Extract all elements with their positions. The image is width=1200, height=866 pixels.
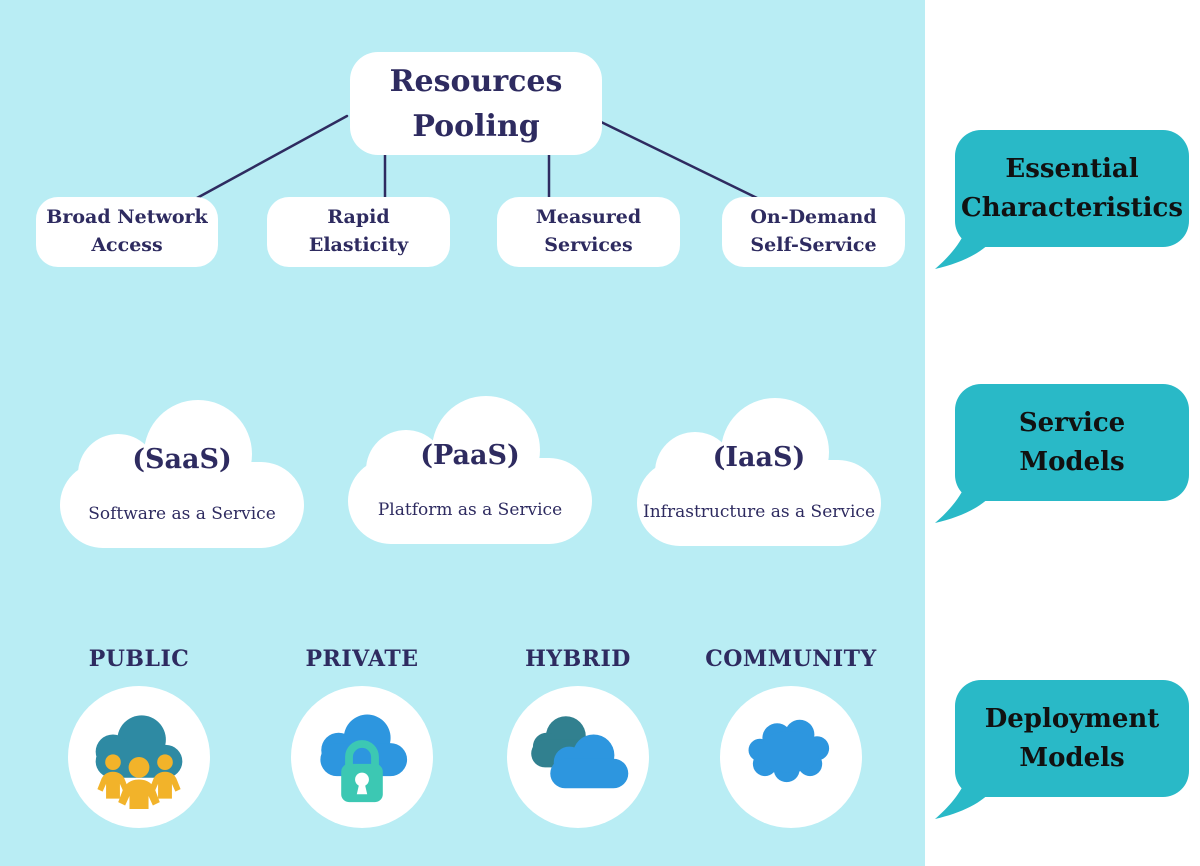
icon-circle [291, 686, 433, 828]
cloud-shape-icon [637, 398, 881, 546]
cloud-iaas: (IaaS) Infrastructure as a Service [637, 398, 881, 546]
icon-circle [68, 686, 210, 828]
service-abbr: (PaaS) [420, 440, 520, 471]
node-label-line: Services [544, 234, 633, 256]
bubble-service-models: Service Models [935, 384, 1189, 523]
cloud-shape-icon [60, 400, 304, 548]
node-label-line: Pooling [412, 108, 540, 144]
node-label-line: Measured [535, 206, 642, 229]
node-on-demand-self-service: On-Demand Self-Service [722, 197, 905, 267]
icon-circle [720, 686, 862, 828]
bubble-label-line: Models [1019, 742, 1125, 773]
service-full-name: Platform as a Service [377, 500, 563, 520]
deployment-hybrid: HYBRID [468, 646, 688, 828]
node-label-line: Self-Service [750, 234, 877, 256]
service-full-name: Infrastructure as a Service [643, 502, 875, 522]
bubble-essential-characteristics: Essential Characteristics [935, 130, 1189, 269]
bubble-label-line: Characteristics [961, 192, 1183, 223]
speech-tail [935, 227, 995, 269]
node-label-line: On-Demand [750, 206, 877, 229]
community-cloud-icon [748, 719, 830, 783]
deployment-public: PUBLIC [29, 646, 249, 828]
cloud-saas: (SaaS) Software as a Service [60, 400, 304, 548]
icon-circle [507, 686, 649, 828]
deployment-label: HYBRID [525, 646, 631, 672]
deployment-private: PRIVATE [252, 646, 472, 828]
node-broad-network-access: Broad Network Access [36, 197, 218, 267]
service-abbr: (IaaS) [712, 442, 806, 473]
deployment-community: COMMUNITY [681, 646, 901, 828]
bubble-label-line: Essential [1005, 153, 1139, 184]
node-label-line: Elasticity [308, 234, 409, 256]
private-cloud-lock-icon [320, 714, 408, 803]
cloud-shape-icon [348, 396, 592, 544]
speech-tail [935, 777, 995, 819]
node-label-line: Rapid [327, 206, 390, 229]
public-cloud-people-icon [95, 715, 183, 809]
cloud-paas: (PaaS) Platform as a Service [348, 396, 592, 544]
hybrid-two-clouds-icon [531, 716, 629, 789]
service-abbr: (SaaS) [132, 444, 232, 475]
speech-tail [935, 481, 995, 523]
deployment-label: PRIVATE [305, 646, 419, 672]
service-full-name: Software as a Service [88, 504, 276, 524]
node-rapid-elasticity: Rapid Elasticity [267, 197, 450, 267]
tree-connector-lines [195, 114, 759, 200]
node-label-line: Broad Network [46, 206, 208, 229]
node-label-line: Resources [389, 63, 563, 99]
node-measured-services: Measured Services [497, 197, 680, 267]
node-resources-pooling: Resources Pooling [350, 52, 602, 155]
deployment-label: PUBLIC [88, 646, 190, 672]
deployment-label: COMMUNITY [705, 646, 877, 672]
node-label-line: Access [91, 234, 163, 256]
bubble-label-line: Models [1019, 446, 1125, 477]
bubble-label-line: Deployment [984, 703, 1160, 734]
bubble-deployment-models: Deployment Models [935, 680, 1189, 819]
bubble-label-line: Service [1018, 407, 1126, 438]
